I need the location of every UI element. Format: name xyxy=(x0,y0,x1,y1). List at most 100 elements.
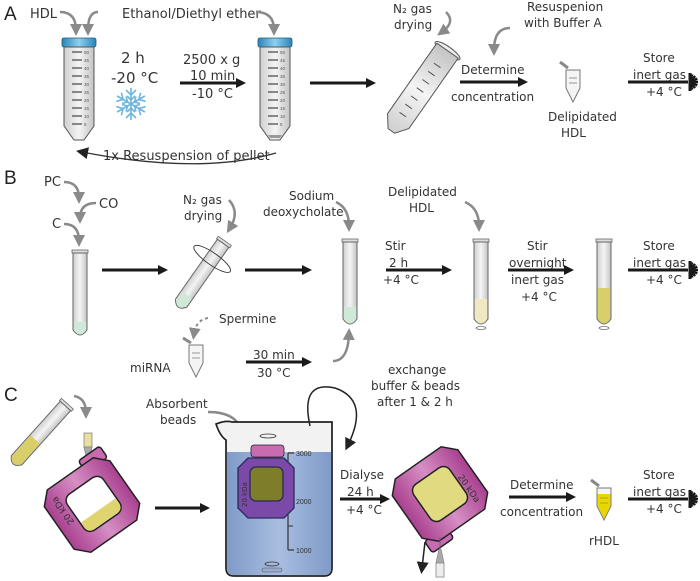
store-b-line3: +4 °C xyxy=(646,273,682,287)
extract-arrow xyxy=(416,541,429,574)
store-b-line2: inert gas xyxy=(633,256,686,270)
solvent-input-label: Ethanol/Diethyl ether xyxy=(122,7,261,22)
cassette-window xyxy=(249,466,284,502)
store-c-line3: +4 °C xyxy=(646,502,682,516)
scale-tick-label: 20 xyxy=(280,98,286,103)
delipidated-b-line2: HDL xyxy=(409,201,434,215)
stir-indicator-top xyxy=(259,433,277,439)
syringe-extract-icon xyxy=(435,537,445,578)
scale-tick-label: 40 xyxy=(84,66,90,71)
store-a-line2: inert gas xyxy=(633,68,686,82)
panel-b-letter: B xyxy=(4,168,17,189)
mirna-to-tube-arrow xyxy=(332,328,355,363)
hdl-input-label: HDL xyxy=(30,7,58,22)
mirna-step-temp: 30 °C xyxy=(257,366,290,380)
tilted-falcon-tube xyxy=(387,40,461,134)
solvent-input-arrow-1 xyxy=(82,10,99,36)
scale-tick-label: 15 xyxy=(84,106,90,111)
store-a-line1: Store xyxy=(643,51,675,65)
tilted-test-tube-sample xyxy=(10,397,74,466)
snowflake-icon xyxy=(113,88,149,121)
panel-a-letter: A xyxy=(4,4,17,25)
stir-indicator-bottom xyxy=(264,561,280,567)
solvent-input-arrow-2 xyxy=(255,10,280,36)
stir2-line1: Stir xyxy=(527,239,548,253)
store-c-line2: inert gas xyxy=(633,485,686,499)
spermine-arrow xyxy=(188,317,209,340)
delipidated-b-arrow xyxy=(464,200,485,232)
drying-arrow xyxy=(437,11,452,36)
scale-tick-label: 5 xyxy=(280,122,283,127)
test-tube-detergent xyxy=(341,238,359,325)
scale-tick-label: 45 xyxy=(280,58,286,63)
detergent-line2: deoxycholate xyxy=(263,205,344,219)
beaker-scale-label: 1000 xyxy=(296,548,312,555)
drying-line1: N₂ gas xyxy=(393,2,432,16)
scale-tick-label: 20 xyxy=(84,98,90,103)
determine-c-line1: Determine xyxy=(510,478,573,492)
determine-line1: Determine xyxy=(461,63,524,77)
store-burst-icon xyxy=(688,73,698,91)
test-tube-lipids xyxy=(71,249,89,336)
beaker-scale-label: 3000 xyxy=(296,451,312,458)
panel-c: C 20 kDa Absorbent beads xyxy=(4,363,698,578)
store-burst-icon xyxy=(688,490,698,508)
scale-tick-label: 40 xyxy=(280,66,286,71)
tube-cap xyxy=(61,37,97,48)
eppendorf-tube-mirna xyxy=(182,336,204,379)
scale-tick-label: 50 xyxy=(280,50,286,55)
test-tube-pale-yellow xyxy=(472,238,490,330)
eppendorf-tube-rhdl xyxy=(590,478,612,522)
determine-line2: concentration xyxy=(451,90,534,104)
dialyse-line3: +4 °C xyxy=(346,503,382,517)
panel-c-letter: C xyxy=(4,385,18,406)
co-label: CO xyxy=(99,197,118,212)
beads-line1: Absorbent xyxy=(146,397,208,411)
sample-transfer-arrow xyxy=(73,394,92,419)
scale-tick-label: 10 xyxy=(84,114,90,119)
scale-tick-label: 10 xyxy=(280,114,286,119)
centrifuge-time: 10 min xyxy=(190,69,235,84)
delipidated-hdl-line2: HDL xyxy=(561,126,586,140)
beaker: 3000 2000 1000 20 kDa xyxy=(215,420,333,577)
scale-tick-label: 15 xyxy=(280,106,286,111)
beaker-scale-label: 2000 xyxy=(296,499,312,506)
store-a-line3: +4 °C xyxy=(646,85,682,99)
falcon-tube-2: 50 45 40 35 30 25 20 15 10 5 xyxy=(257,37,293,141)
exchange-line3: after 1 & 2 h xyxy=(377,395,453,409)
centrifuge-speed: 2500 x g xyxy=(183,53,240,68)
c-arrow xyxy=(63,222,85,247)
delipidated-hdl-line1: Delipidated xyxy=(548,110,617,124)
stir1-line2: 2 h xyxy=(389,256,408,270)
incubation-time: 2 h xyxy=(121,49,145,67)
cassette-label-2: 20 kDa xyxy=(241,482,249,507)
scale-tick-label: 50 xyxy=(84,50,90,55)
float-buoy xyxy=(250,444,285,458)
drying-line2: drying xyxy=(394,18,432,32)
scale-tick-label: 35 xyxy=(280,74,286,79)
tube-body xyxy=(259,46,291,141)
scale-tick-label: 45 xyxy=(84,58,90,63)
store-b-line1: Store xyxy=(643,239,675,253)
panel-a: A HDL Ethanol/Diethyl ether 50 45 40 35 30 25… xyxy=(4,0,698,165)
panel-b: B PC CO C N₂ gas drying Sodium deoxychol… xyxy=(4,168,698,380)
dialysis-cassette-extract: 20 kDa xyxy=(391,446,489,553)
incubation-temp: -20 °C xyxy=(111,69,158,87)
stir-bar xyxy=(598,326,610,330)
co-arrow xyxy=(74,201,97,224)
dialyse-line1: Dialyse xyxy=(340,468,384,482)
tilted-test-tube-rotating xyxy=(174,235,232,309)
resuspension-line1: Resuspenion xyxy=(527,0,603,14)
stir1-line3: +4 °C xyxy=(383,273,419,287)
drying-b-arrow xyxy=(226,199,239,234)
hdl-input-arrow xyxy=(59,10,82,36)
dialysis-cassette-filling: 20 kDa xyxy=(43,446,141,553)
scale-tick-label: 30 xyxy=(280,82,286,87)
stir2-line2: overnight xyxy=(509,256,567,270)
scale-tick-label: 25 xyxy=(280,90,286,95)
pc-label: PC xyxy=(44,175,61,190)
test-tube-yellow xyxy=(595,238,613,330)
tube-cap xyxy=(257,37,293,48)
eppendorf-tube-empty xyxy=(559,60,581,104)
